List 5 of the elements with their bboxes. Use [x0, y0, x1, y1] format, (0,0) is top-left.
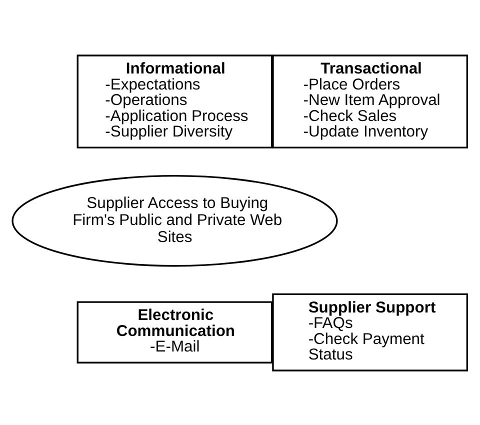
- node-box: Informational -Expectations -Operations -Application Process -Supplier Diversity: [76, 54, 273, 148]
- node-box: Supplier Support -FAQs -Check Payment Status: [272, 292, 468, 371]
- node-ellipse: Supplier Access to Buying Firm's Public and Private Web Sites: [12, 174, 338, 266]
- node-box: Transactional -Place Orders -New Item Approval -Check Sales -Update Inventory: [272, 54, 468, 148]
- node-box: Electronic Communication -E-Mail: [76, 300, 273, 363]
